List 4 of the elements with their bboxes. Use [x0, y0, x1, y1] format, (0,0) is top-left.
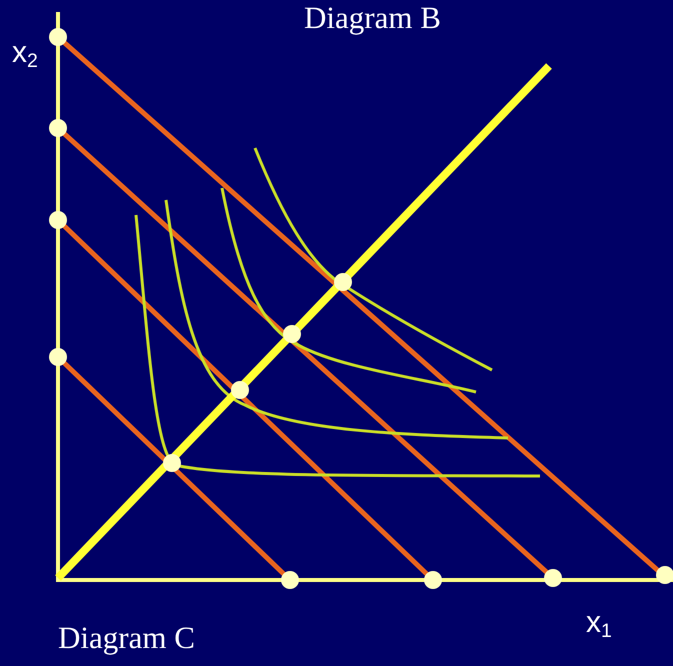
axis-label: x$_{1}$ [586, 608, 612, 642]
diagram-heading: Diagram B [304, 2, 441, 33]
axis-label: x$_{2}$ [12, 38, 38, 72]
diagram-heading: Diagram C [58, 622, 195, 653]
